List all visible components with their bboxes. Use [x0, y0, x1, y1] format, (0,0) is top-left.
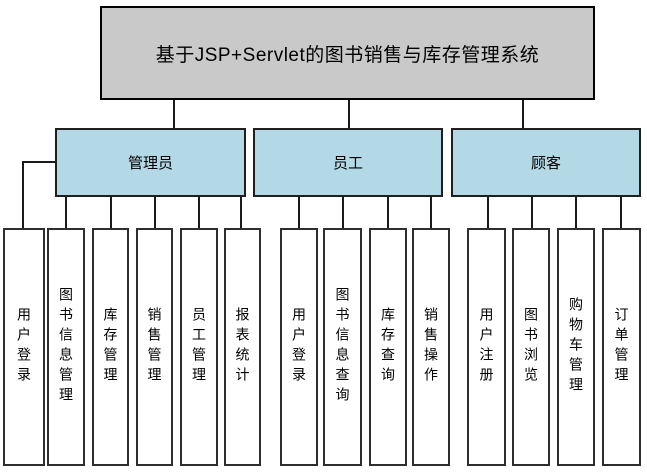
leaf-label-user-login-admin: 用户登录 — [16, 307, 32, 387]
connector-customer-child-1 — [487, 197, 489, 228]
connector-admin-elbow-horizontal — [22, 161, 55, 163]
system-title-box: 基于JSP+Servlet的图书销售与库存管理系统 — [100, 6, 595, 100]
leaf-box-shopping-cart-management: 购物车管理 — [557, 228, 595, 466]
connector-admin-child-4 — [154, 197, 156, 228]
leaf-label-sales-management: 销售管理 — [146, 307, 163, 387]
leaf-box-employee-management: 员工管理 — [180, 228, 218, 466]
system-title: 基于JSP+Servlet的图书销售与库存管理系统 — [155, 44, 540, 66]
group-label-admin: 管理员 — [127, 155, 173, 172]
leaf-box-user-registration: 用户注册 — [467, 228, 506, 466]
group-label-customer: 顾客 — [530, 155, 561, 172]
leaf-label-shopping-cart-management: 购物车管理 — [568, 297, 584, 397]
leaf-box-inventory-management: 库存管理 — [92, 228, 129, 466]
leaf-box-order-management: 订单管理 — [602, 228, 641, 466]
leaf-box-user-login-admin: 用户登录 — [3, 228, 45, 466]
leaf-label-order-management: 订单管理 — [613, 307, 630, 387]
leaf-label-book-browsing: 图书浏览 — [523, 307, 539, 387]
connector-customer-child-4 — [620, 197, 622, 228]
leaf-box-sales-management: 销售管理 — [136, 228, 173, 466]
group-label-staff: 员工 — [332, 155, 363, 172]
leaf-box-book-info-management: 图书信息管理 — [47, 228, 85, 466]
leaf-label-user-login-staff: 用户登录 — [291, 307, 307, 387]
leaf-label-inventory-management: 库存管理 — [102, 307, 119, 387]
connector-customer-child-2 — [531, 197, 533, 228]
connector-staff-child-2 — [342, 197, 344, 228]
leaf-box-report-statistics: 报表统计 — [224, 228, 261, 466]
leaf-label-sales-operation: 销售操作 — [423, 307, 439, 387]
leaf-label-inventory-query: 库存查询 — [380, 307, 396, 387]
leaf-label-book-info-query: 图书信息查询 — [334, 287, 351, 407]
connector-admin-child-6 — [240, 197, 242, 228]
group-box-admin: 管理员 — [55, 128, 246, 197]
leaf-box-book-browsing: 图书浏览 — [512, 228, 550, 466]
connector-staff-child-1 — [298, 197, 300, 228]
connector-staff-child-3 — [387, 197, 389, 228]
group-box-staff: 员工 — [253, 128, 443, 197]
connector-admin-child-5 — [198, 197, 200, 228]
leaf-box-book-info-query: 图书信息查询 — [323, 228, 362, 466]
leaf-box-inventory-query: 库存查询 — [369, 228, 407, 466]
connector-title-to-customer — [522, 100, 524, 128]
leaf-box-sales-operation: 销售操作 — [412, 228, 450, 466]
connector-title-to-staff — [348, 100, 350, 128]
connector-staff-child-4 — [430, 197, 432, 228]
connector-admin-elbow-vertical — [22, 161, 24, 228]
connector-admin-child-3 — [110, 197, 112, 228]
connector-customer-child-3 — [575, 197, 577, 228]
leaf-label-book-info-management: 图书信息管理 — [58, 287, 74, 407]
leaf-label-report-statistics: 报表统计 — [234, 307, 251, 387]
leaf-label-employee-management: 员工管理 — [191, 307, 207, 387]
leaf-label-user-registration: 用户注册 — [478, 307, 495, 387]
group-box-customer: 顾客 — [451, 128, 641, 197]
leaf-box-user-login-staff: 用户登录 — [280, 228, 318, 466]
connector-admin-child-2 — [65, 197, 67, 228]
connector-title-to-admin — [173, 100, 175, 128]
